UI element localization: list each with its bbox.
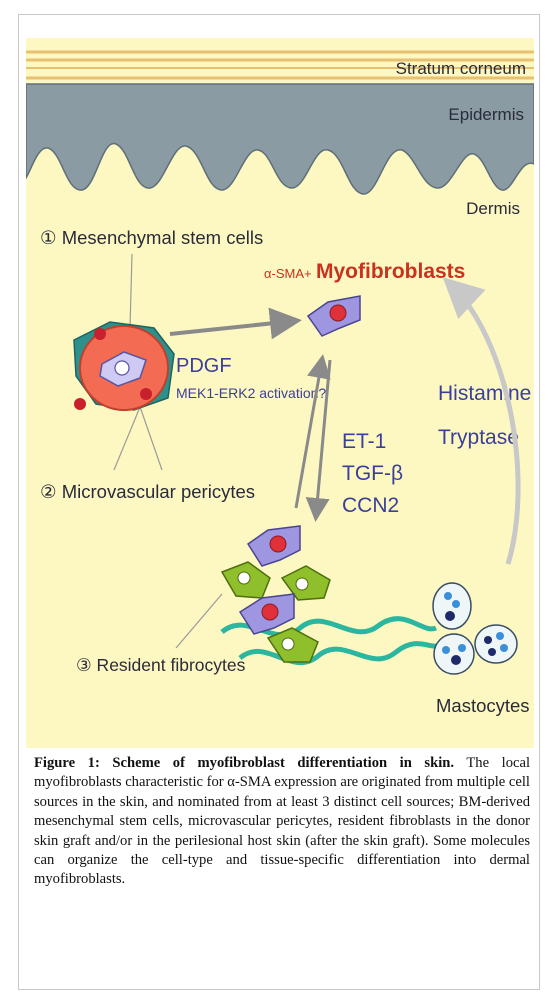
mastocyte-arrow: [442, 277, 521, 565]
myofibroblast-cell: [306, 295, 361, 337]
stratum-corneum-layer: [26, 50, 534, 80]
ccn2-label: CCN2: [342, 494, 399, 517]
purple-fibroblast: [238, 593, 295, 635]
mastocyte: [433, 633, 475, 675]
histamine-label: Histamine: [438, 382, 531, 405]
pdgf-arrow: [169, 307, 302, 340]
green-fibrocyte: [220, 561, 271, 599]
stratum-corneum-label: Stratum corneum: [396, 59, 526, 78]
tryptase-label: Tryptase: [438, 426, 519, 449]
pericyte-nucleus: [94, 328, 106, 340]
mek-erk-label: MEK1-ERK2 activation?: [176, 385, 326, 401]
vessel-cell-cluster: [73, 321, 175, 411]
dermis-label: Dermis: [466, 199, 520, 218]
mastocyte: [474, 624, 518, 664]
down-arrow: [305, 359, 332, 522]
caption-title: Figure 1: Scheme of myofibroblast differ…: [34, 755, 455, 771]
figure-illustration: Stratum corneum Epidermis Dermis ① Mesen…: [26, 38, 534, 748]
pericyte-nucleus: [74, 398, 86, 410]
et1-label: ET-1: [342, 430, 386, 453]
tgfb-label: TGF-β: [342, 462, 403, 485]
green-fibrocyte: [266, 627, 319, 663]
up-arrow: [294, 354, 331, 509]
purple-fibroblast: [246, 525, 301, 567]
caption-body: The local myofibroblasts characteristic …: [34, 755, 531, 888]
endothelial-nucleus: [114, 360, 130, 376]
microvascular-pericytes-label: ② Microvascular pericytes: [40, 481, 255, 502]
mesenchymal-stem-cells-label: ① Mesenchymal stem cells: [40, 227, 263, 248]
mastocyte: [432, 582, 472, 630]
pdgf-label: PDGF: [176, 355, 232, 377]
figure-caption: Figure 1: Scheme of myofibroblast differ…: [34, 754, 530, 890]
asma-prefix-label: α-SMA+: [264, 266, 312, 281]
myofibroblasts-label: Myofibroblasts: [316, 260, 465, 283]
green-fibrocyte: [280, 565, 331, 601]
epidermis-layer: [26, 83, 534, 195]
fibrocyte-cluster: [220, 525, 331, 663]
mastocytes-label: Mastocytes: [436, 695, 530, 716]
resident-fibrocytes-label: ③ Resident fibrocytes: [76, 655, 246, 675]
pericyte-nucleus: [140, 388, 152, 400]
mastocyte-cluster: [432, 582, 518, 675]
epidermis-label: Epidermis: [448, 105, 524, 124]
